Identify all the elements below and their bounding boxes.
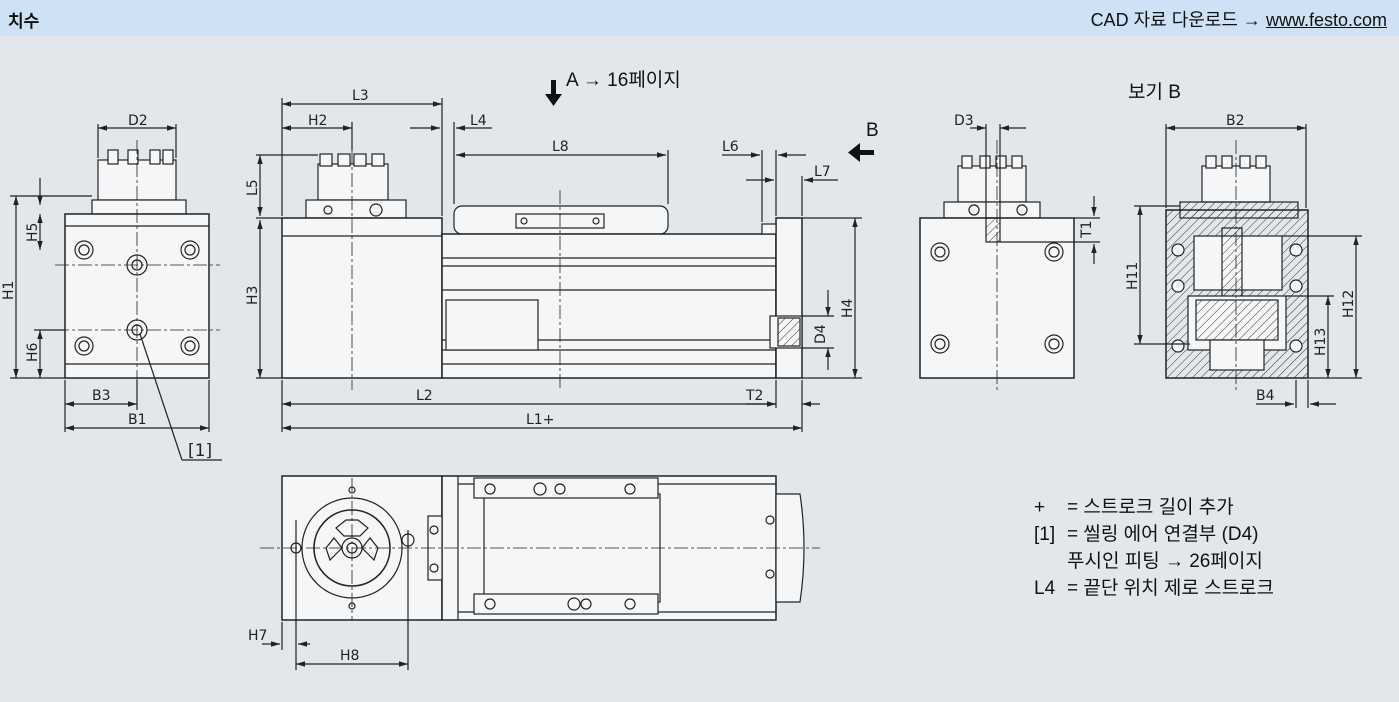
- view-b-arrow: [848, 143, 874, 162]
- dim-D3: D3: [954, 113, 974, 129]
- dim-B2: B2: [1226, 113, 1245, 129]
- dim-H13: H13: [1313, 328, 1329, 356]
- view-a-arrow: [545, 80, 562, 106]
- dim-H11: H11: [1125, 262, 1141, 290]
- dim-H2: H2: [308, 113, 327, 129]
- dim-H7: H7: [248, 628, 267, 644]
- dim-H6: H6: [25, 342, 41, 362]
- dim-H5: H5: [25, 223, 41, 242]
- side-view: [256, 98, 862, 432]
- dim-B1: B1: [128, 412, 147, 428]
- front-view: [10, 124, 222, 461]
- legend-row-stroke: += 스트로크 길이 추가: [1034, 497, 1234, 518]
- dim-H4: H4: [840, 298, 856, 318]
- view-a-label: A → 16페이지: [566, 69, 681, 91]
- festo-link[interactable]: www.festo.com: [1265, 10, 1387, 30]
- view-b-title: 보기 B: [1128, 81, 1181, 103]
- header-bar: 치수 CAD 자료 다운로드 → www.festo.com: [0, 0, 1399, 36]
- dim-H1: H1: [1, 281, 17, 300]
- dim-L4: L4: [470, 113, 487, 129]
- view-b-marker: B: [866, 120, 879, 141]
- dim-L6: L6: [722, 139, 739, 155]
- legend-row-push-in-fitting: 푸시인 피팅 → 26페이지: [1067, 551, 1263, 572]
- dim-B4: B4: [1256, 388, 1275, 404]
- section-view-b: [1134, 124, 1362, 408]
- ref-1: [1]: [188, 441, 212, 461]
- dim-L3: L3: [352, 88, 369, 104]
- dim-L5: L5: [245, 179, 261, 196]
- end-view: [919, 124, 1100, 390]
- cad-download-text: CAD 자료 다운로드 → www.festo.com: [1091, 6, 1387, 32]
- top-view: [260, 475, 820, 670]
- dim-L7: L7: [814, 164, 831, 180]
- dim-H3: H3: [245, 286, 261, 305]
- legend-row-sealing-air: [1]= 씰링 에어 연결부 (D4): [1034, 524, 1259, 545]
- dim-H8: H8: [340, 648, 359, 664]
- dim-L8: L8: [552, 139, 569, 155]
- dim-D4: D4: [813, 324, 829, 344]
- cad-download-label: CAD 자료 다운로드 →: [1090, 10, 1261, 30]
- dim-D2: D2: [128, 113, 148, 129]
- dim-T2: T2: [745, 388, 763, 404]
- section-title: 치수: [8, 12, 40, 31]
- dim-B3: B3: [92, 388, 111, 404]
- dim-T1: T1: [1079, 221, 1095, 239]
- legend: += 스트로크 길이 추가 [1]= 씰링 에어 연결부 (D4) 푸시인 피팅…: [1034, 494, 1274, 602]
- dim-H12: H12: [1341, 290, 1357, 318]
- legend-row-zero-stroke: L4= 끝단 위치 제로 스트로크: [1034, 578, 1275, 599]
- dim-L1: L1+: [526, 412, 554, 428]
- dim-L2: L2: [416, 388, 433, 404]
